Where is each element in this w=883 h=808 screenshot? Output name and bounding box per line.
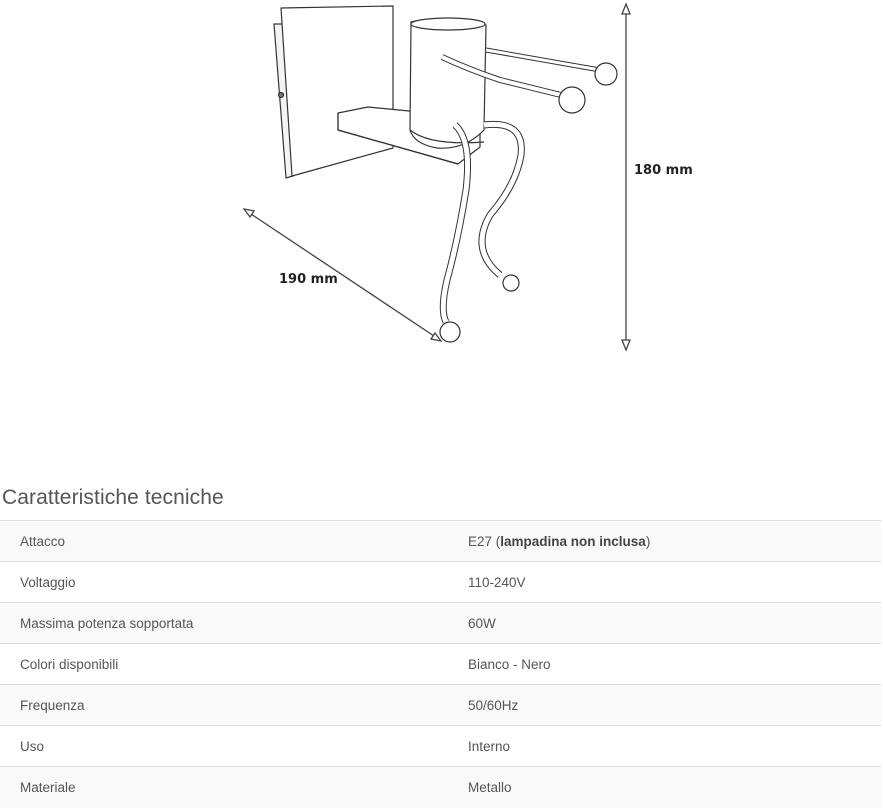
table-row: Massima potenza sopportata 60W: [0, 602, 881, 644]
spec-value: 110-240V: [468, 574, 526, 590]
table-row: Voltaggio 110-240V: [0, 561, 881, 603]
product-dimension-figure: 180 mm 190 mm: [0, 0, 883, 360]
specs-table: Attacco E27 (lampadina non inclusa) Volt…: [0, 520, 881, 808]
table-row: Uso Interno: [0, 725, 881, 767]
depth-dimension-label: 190 mm: [279, 272, 338, 287]
table-row: Attacco E27 (lampadina non inclusa): [0, 520, 881, 562]
spec-key: Colori disponibili: [20, 656, 119, 672]
section-title: Caratteristiche tecniche: [2, 486, 224, 509]
spec-key: Frequenza: [20, 697, 85, 713]
spec-value: E27 (lampadina non inclusa): [468, 521, 881, 562]
spec-value: Metallo: [468, 779, 512, 795]
spec-value: 60W: [468, 615, 496, 631]
table-row: Frequenza 50/60Hz: [0, 684, 881, 726]
spec-key: Massima potenza sopportata: [20, 615, 194, 631]
table-row: Colori disponibili Bianco - Nero: [0, 643, 881, 685]
spec-key: Materiale: [20, 779, 76, 795]
spec-key: Uso: [20, 738, 45, 754]
height-dimension-label: 180 mm: [634, 163, 693, 178]
height-dimension-arrow: [621, 2, 631, 352]
spec-value: Bianco - Nero: [468, 656, 551, 672]
depth-dimension-arrow: [242, 208, 443, 342]
spec-key: Voltaggio: [20, 574, 76, 590]
spec-key: Attacco: [20, 533, 66, 549]
spec-value-suffix: ): [645, 533, 651, 549]
spec-value-prefix: E27 (: [468, 533, 501, 549]
spec-value-bold: lampadina non inclusa: [500, 533, 646, 549]
table-row: Materiale Metallo: [0, 766, 881, 808]
lamp-sketch-illustration: [242, 2, 631, 352]
spec-value: Interno: [468, 738, 511, 754]
spec-value: 50/60Hz: [468, 697, 519, 713]
